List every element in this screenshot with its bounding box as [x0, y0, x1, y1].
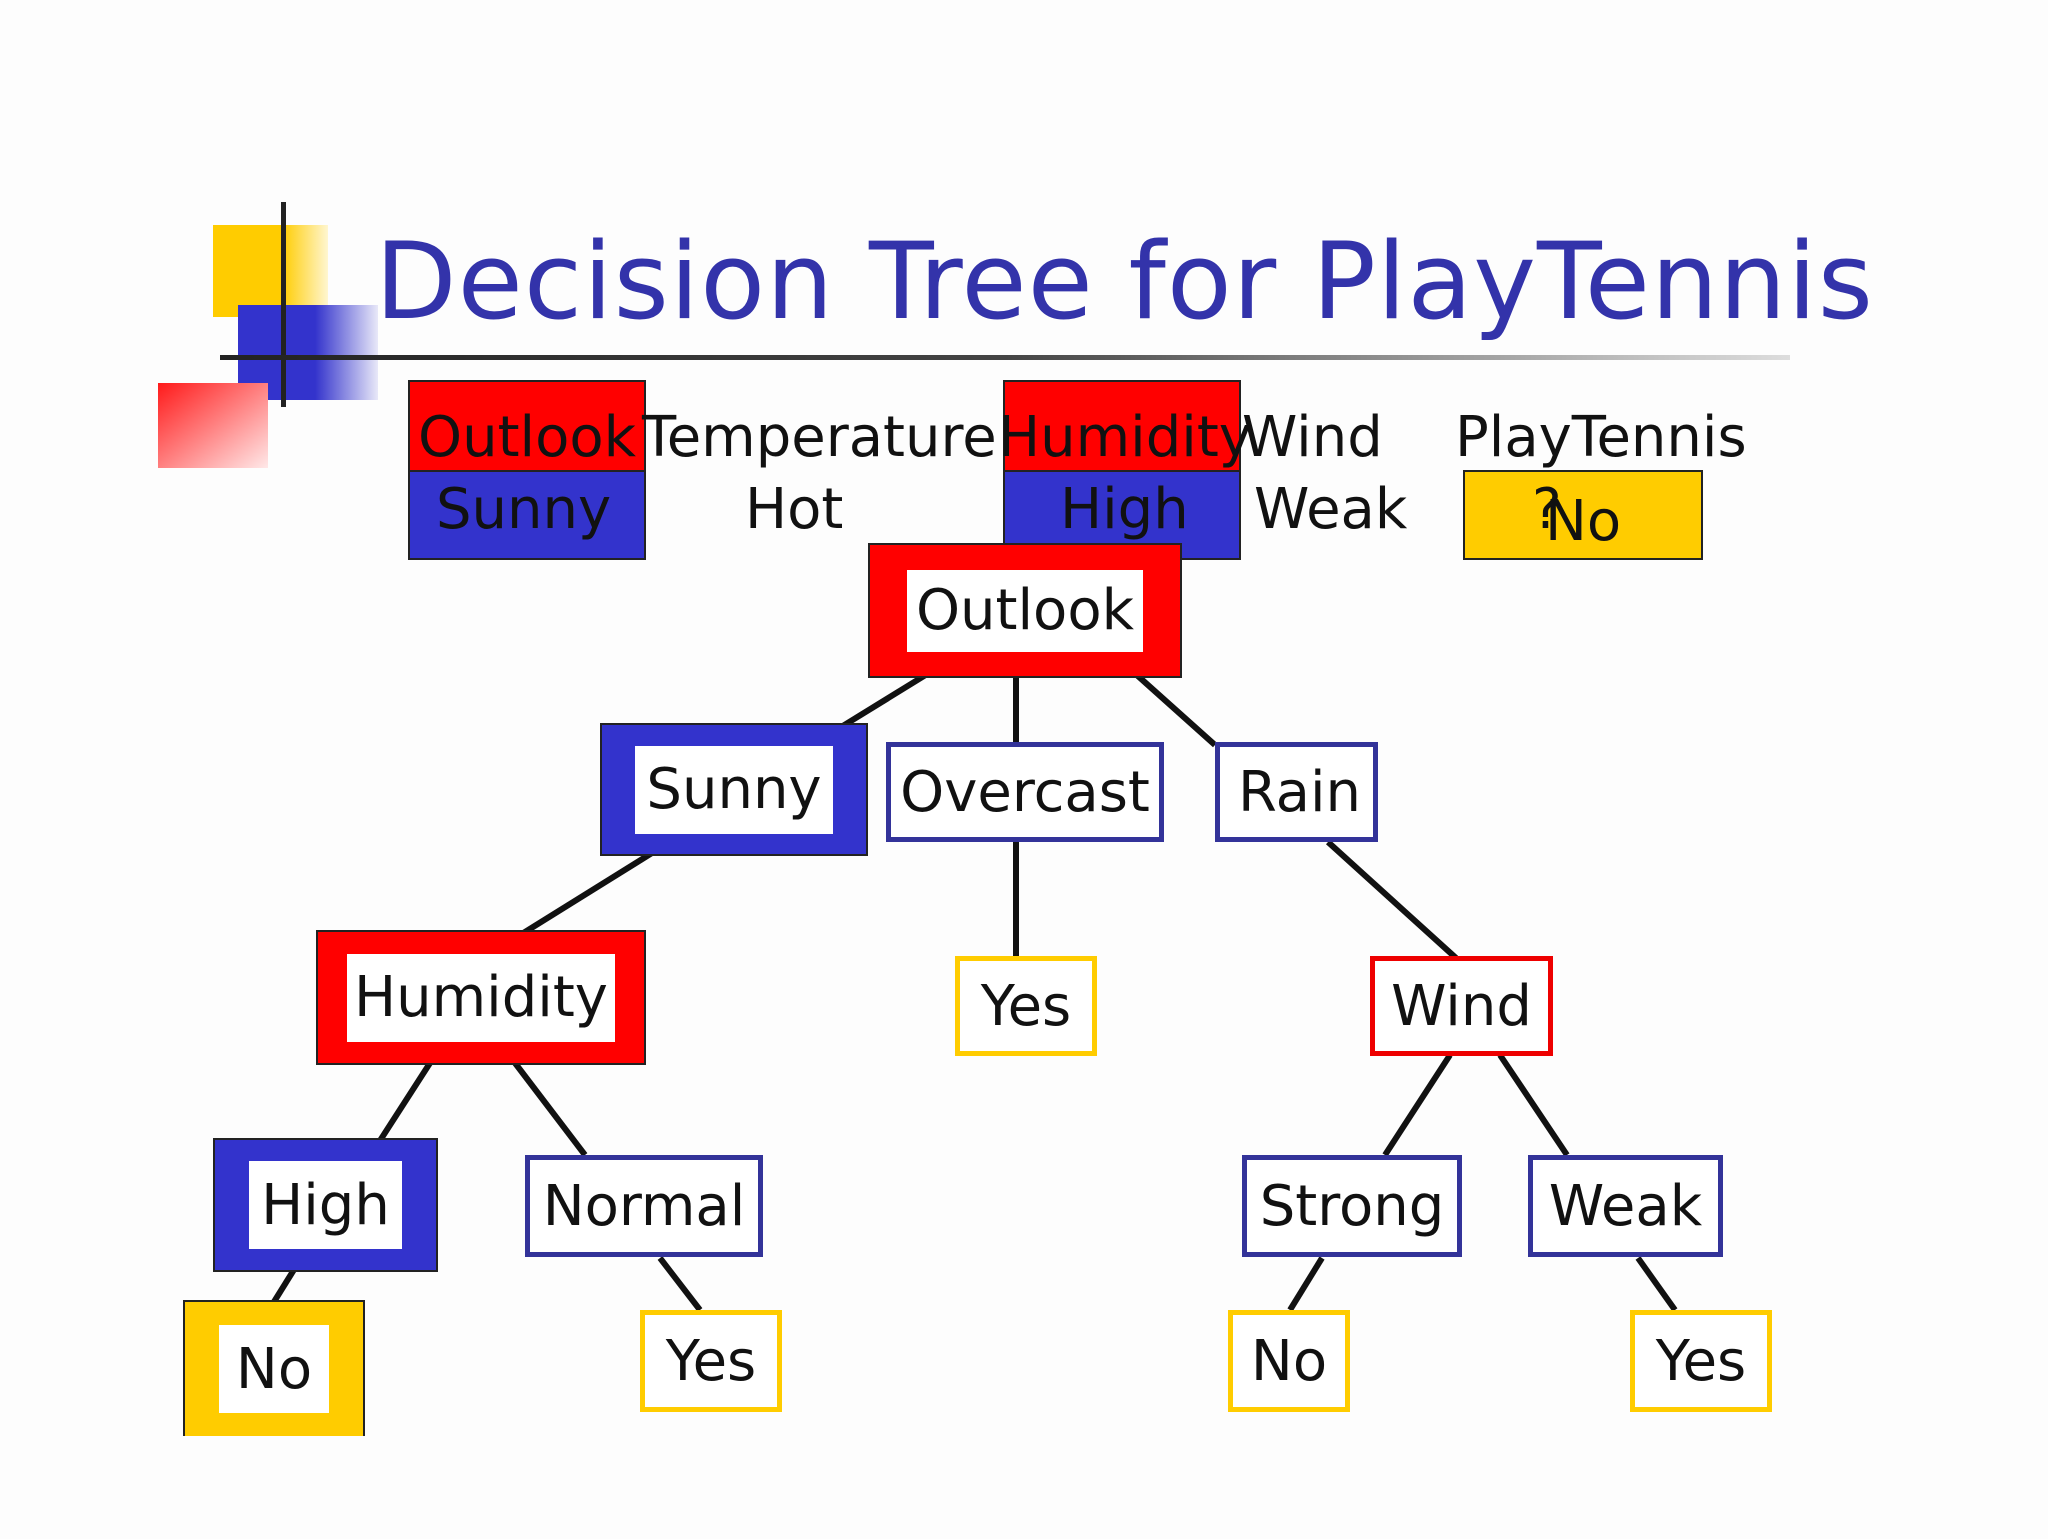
edge-weak-yes: [1635, 1256, 1678, 1312]
leaf-strong-no: No: [1228, 1310, 1350, 1412]
edge-normal-yes: [657, 1256, 703, 1312]
leaf-high-no-inner: No: [219, 1325, 329, 1413]
red-square-decoration: [158, 383, 268, 468]
edge-rain-wind: [1325, 839, 1459, 961]
header-outlook: Outlook: [418, 405, 637, 470]
header-playtennis: PlayTennis: [1455, 405, 1747, 470]
value-high: High: [1060, 477, 1189, 542]
edge-wind-strong: [1382, 1053, 1453, 1157]
value-weak: Weak: [1254, 477, 1408, 542]
leaf-overcast-yes: Yes: [955, 956, 1097, 1056]
header-wind: Wind: [1242, 405, 1383, 470]
edge-strong-no: [1287, 1256, 1325, 1312]
node-outlook-inner: Outlook: [907, 569, 1143, 652]
node-normal: Normal: [525, 1155, 763, 1257]
value-sunny: Sunny: [436, 477, 612, 542]
value-no: No: [1545, 489, 1622, 554]
node-sunny-inner: Sunny: [635, 745, 833, 834]
node-humidity-inner: Humidity: [347, 953, 615, 1042]
node-rain: Rain: [1215, 742, 1378, 842]
leaf-weak-yes: Yes: [1630, 1310, 1772, 1412]
page-title: Decision Tree for PlayTennis: [375, 220, 1875, 343]
node-wind: Wind: [1370, 956, 1553, 1056]
node-humidity: Humidity: [316, 930, 646, 1065]
edge-wind-weak: [1497, 1053, 1570, 1157]
node-strong: Strong: [1242, 1155, 1462, 1257]
value-hot: Hot: [745, 477, 844, 542]
query-mark: ?: [1532, 477, 1562, 542]
humidity-header-cell: [1003, 380, 1241, 472]
node-high: High: [213, 1138, 438, 1272]
leaf-normal-yes: Yes: [640, 1310, 782, 1412]
playtennis-value-cell: [1463, 470, 1703, 560]
outlook-value-cell: [408, 470, 646, 560]
yellow-square-decoration: [213, 225, 328, 317]
node-overcast: Overcast: [886, 742, 1164, 842]
node-sunny: Sunny: [600, 723, 868, 856]
edge-humidity-normal: [512, 1061, 588, 1157]
node-weak: Weak: [1528, 1155, 1723, 1257]
node-high-inner: High: [249, 1161, 402, 1249]
title-underline: [220, 355, 1790, 360]
title-vertical-rule: [281, 202, 286, 407]
header-temperature: Temperature: [642, 405, 997, 470]
header-humidity: Humidity: [998, 405, 1252, 470]
node-outlook: Outlook: [868, 543, 1182, 678]
leaf-high-no: No: [183, 1300, 365, 1436]
